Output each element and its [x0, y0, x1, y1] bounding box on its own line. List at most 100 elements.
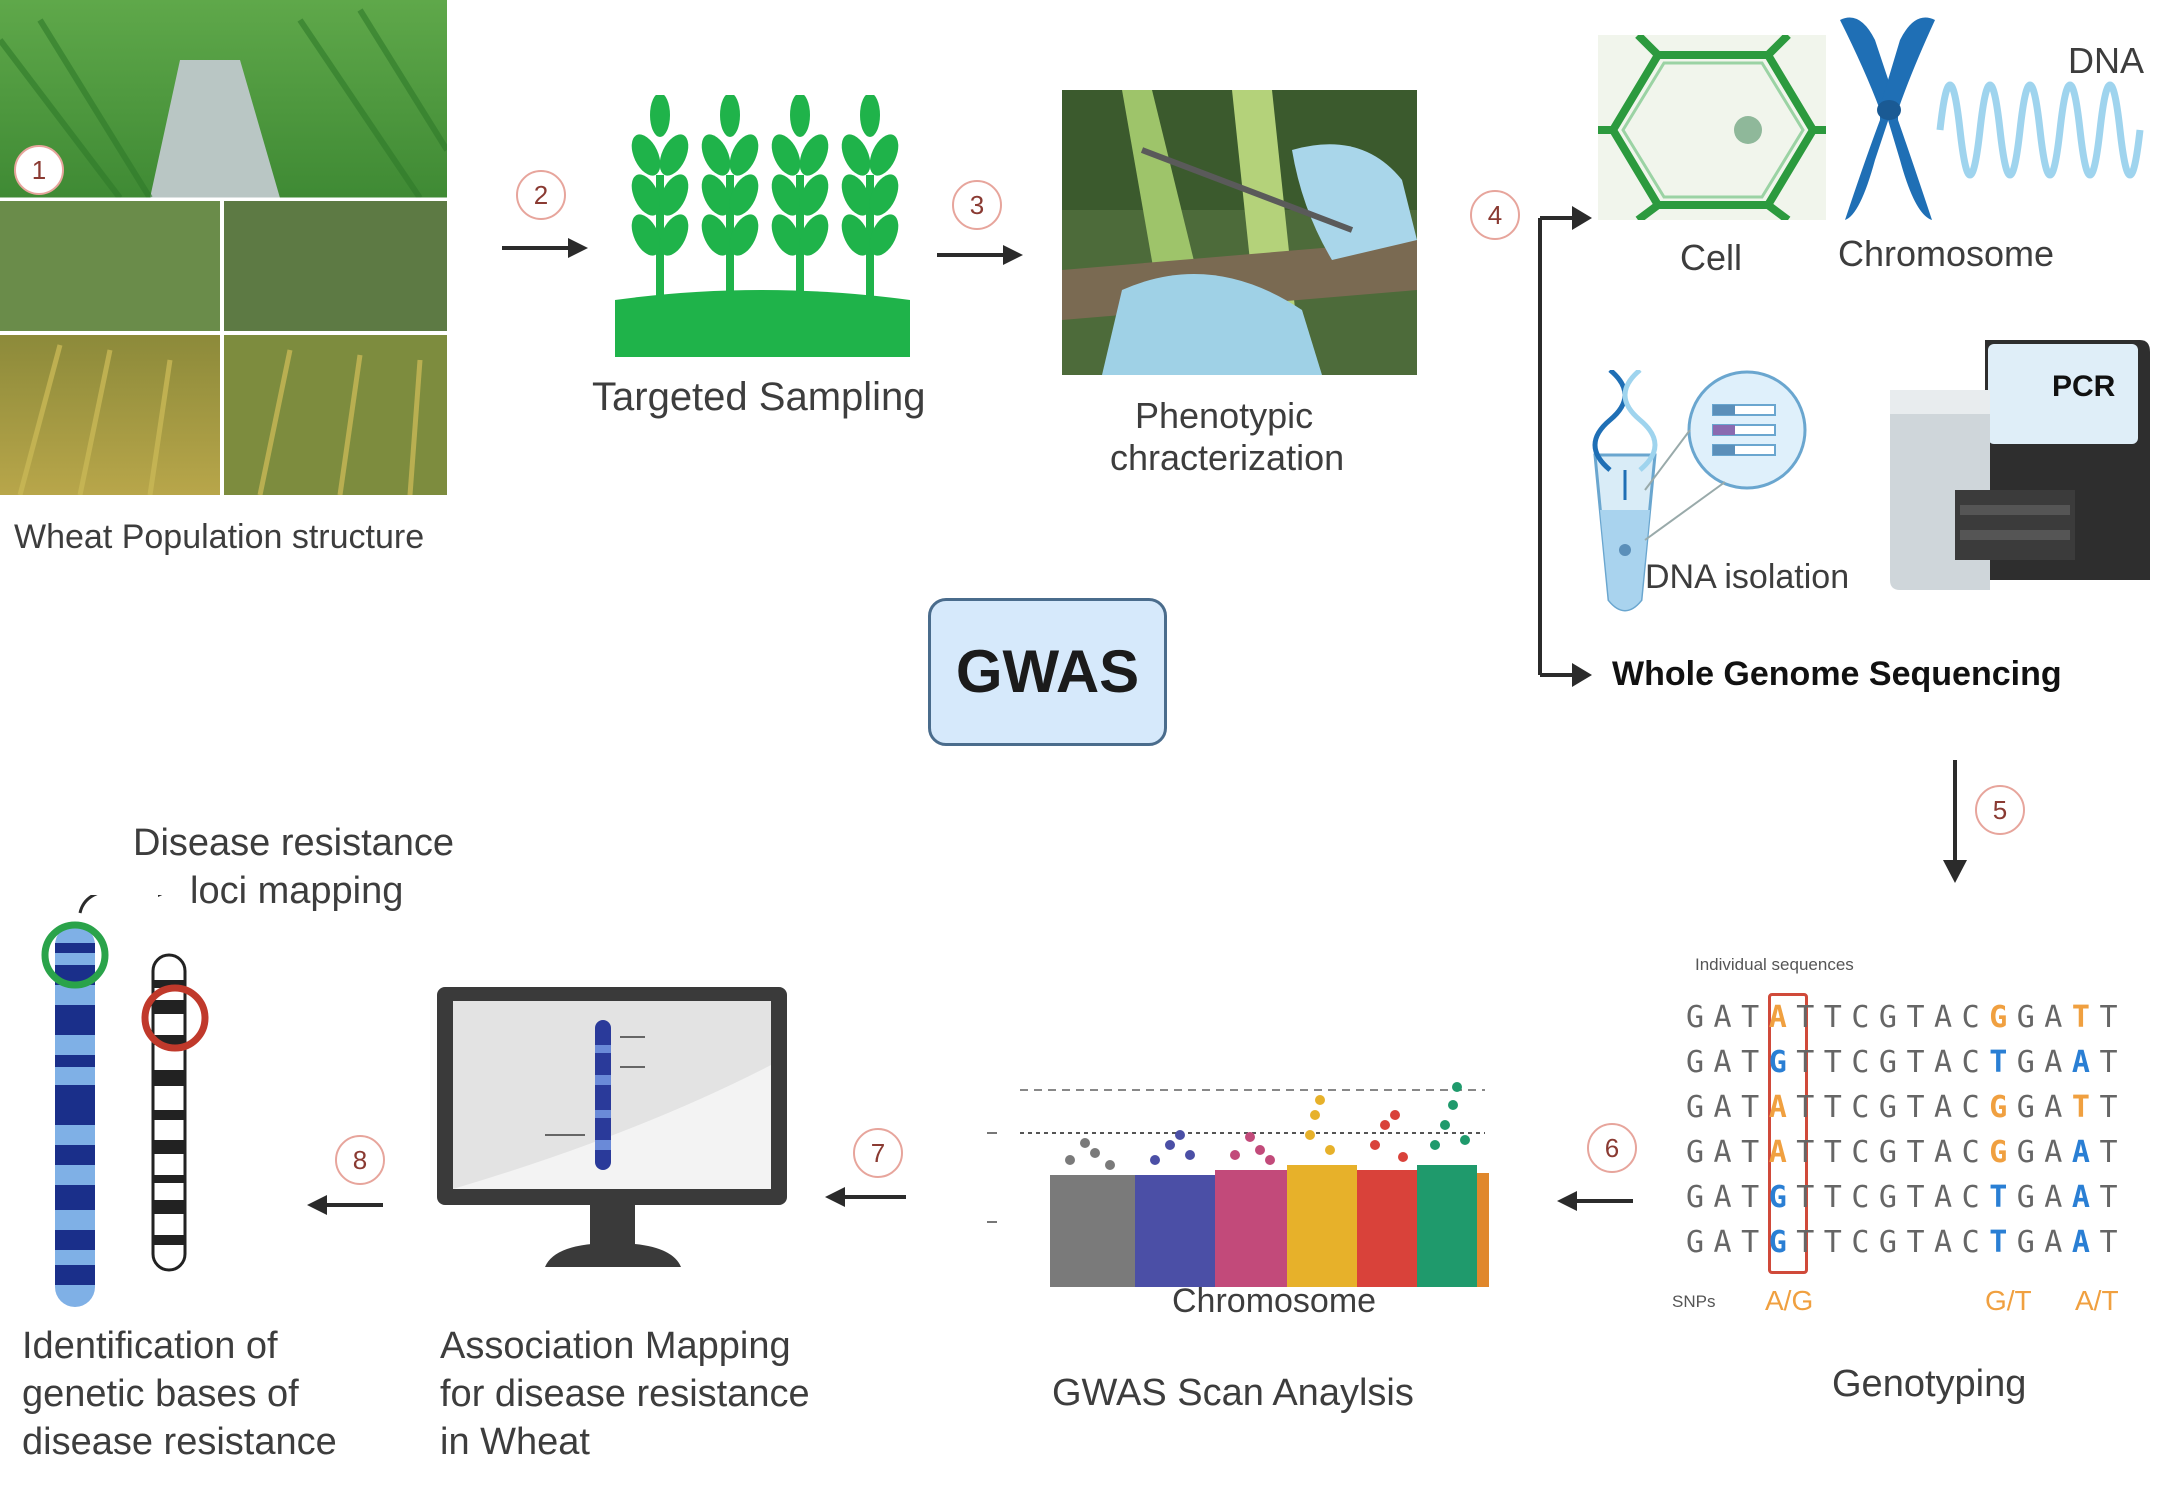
- sequence-row: GATGTTCGTACTGAAT: [1686, 1045, 2127, 1080]
- phenotypic-label-line1: Phenotypic: [1135, 395, 1314, 436]
- snp-label-2: G/T: [1985, 1285, 2032, 1316]
- snps-label: SNPs: [1672, 1292, 1716, 1311]
- sequence-bases: GA: [2016, 1180, 2072, 1215]
- snp-base: G: [1768, 1225, 1797, 1260]
- sequence-bases: TTCGTAC: [1796, 1180, 1990, 1215]
- sequence-bases: T: [2099, 1135, 2127, 1170]
- snp-base: G: [1989, 1090, 2017, 1125]
- sequence-bases: T: [2099, 1225, 2127, 1260]
- pcr-machine-icon: [1890, 340, 2150, 590]
- dna-label: DNA: [2068, 40, 2145, 81]
- manhattan-plot: [987, 1082, 1489, 1287]
- snp-base: T: [2071, 1000, 2100, 1035]
- association-mapping-line2: for disease resistance: [440, 1373, 810, 1415]
- step-6-badge: 6: [1587, 1123, 1637, 1173]
- arrow-left-8-icon: [307, 1195, 383, 1215]
- loci-mapping-line2: loci mapping: [190, 870, 404, 912]
- sequence-row: GATATTCGTACGGATT: [1686, 1000, 2127, 1035]
- step-5-badge: 5: [1975, 785, 2025, 835]
- snp-label-3: A/T: [2075, 1285, 2119, 1316]
- step-4-badge: 4: [1470, 190, 1520, 240]
- sequence-bases: TTCGTAC: [1796, 1000, 1990, 1035]
- phenotyping-photo: [1062, 90, 1417, 375]
- sequence-bases: GAT: [1686, 1180, 1769, 1215]
- pcr-label: PCR: [2052, 370, 2116, 403]
- step-3-badge: 3: [952, 180, 1002, 230]
- branch-bracket-icon: [1538, 206, 1592, 687]
- loci-chromosomes-icon: [41, 895, 209, 1307]
- step-7-badge: 7: [853, 1128, 903, 1178]
- wheat-plants-icon: [615, 95, 910, 357]
- arrow-left-6-icon: [1557, 1191, 1633, 1211]
- snp-base: T: [1989, 1045, 2017, 1080]
- identification-line2: genetic bases of: [22, 1373, 299, 1415]
- snp-base: A: [1768, 1135, 1797, 1170]
- cell-icon: [1598, 35, 1826, 220]
- sequence-bases: TTCGTAC: [1796, 1225, 1990, 1260]
- cell-label: Cell: [1680, 237, 1743, 278]
- arrow-left-7-icon: [825, 1187, 906, 1207]
- snp-base: T: [1989, 1225, 2017, 1260]
- snp-base: T: [2071, 1090, 2100, 1125]
- sequence-bases: GA: [2016, 1090, 2072, 1125]
- whole-genome-sequencing-label: Whole Genome Sequencing: [1612, 655, 2062, 693]
- sequence-bases: GA: [2016, 1225, 2072, 1260]
- sequence-bases: GAT: [1686, 1045, 1769, 1080]
- sequence-bases: GA: [2016, 1135, 2072, 1170]
- sequence-bases: TTCGTAC: [1796, 1045, 1990, 1080]
- snp-base: A: [2071, 1180, 2100, 1215]
- wheat-population-photo-collage: [0, 0, 450, 496]
- association-mapping-line3: in Wheat: [440, 1421, 590, 1463]
- chromosome-label: Chromosome: [1838, 233, 2055, 274]
- sequence-bases: T: [2099, 1180, 2127, 1215]
- sequence-row: GATATTCGTACGGAAT: [1686, 1135, 2127, 1170]
- sequence-bases: GAT: [1686, 1135, 1769, 1170]
- genotyping-label: Genotyping: [1832, 1363, 2027, 1405]
- gwas-scan-label: GWAS Scan Anaylsis: [1052, 1372, 1414, 1414]
- monitor-icon: [437, 987, 787, 1267]
- sequence-bases: GAT: [1686, 1225, 1769, 1260]
- arrow-right-2-icon: [502, 238, 588, 258]
- chromosome-dna-icon: [1840, 17, 2144, 220]
- snp-base: A: [1768, 1000, 1797, 1035]
- step-2-badge: 2: [516, 170, 566, 220]
- chromosome-axis-label: Chromosome: [1172, 1282, 1377, 1320]
- arrow-right-3-icon: [937, 245, 1023, 265]
- snp-highlight-box: [1768, 993, 1808, 1274]
- phenotypic-label-line2: chracterization: [1110, 437, 1345, 478]
- gwas-title-box: GWAS: [928, 598, 1167, 746]
- snp-base: T: [1989, 1180, 2017, 1215]
- wheat-field-photos: [0, 0, 450, 496]
- step-1-badge: 1: [14, 145, 64, 195]
- sequence-bases: TTCGTAC: [1796, 1135, 1990, 1170]
- snp-base: A: [1768, 1090, 1797, 1125]
- sequence-row: GATATTCGTACGGATT: [1686, 1090, 2127, 1125]
- loci-mapping-line1: Disease resistance: [133, 822, 455, 864]
- dna-isolation-label: DNA isolation: [1645, 558, 1850, 596]
- sequence-bases: GAT: [1686, 1090, 1769, 1125]
- snp-base: G: [1768, 1180, 1797, 1215]
- sequence-bases: T: [2099, 1090, 2127, 1125]
- wheat-population-label: Wheat Population structure: [14, 518, 425, 556]
- identification-line1: Identification of: [22, 1325, 278, 1367]
- sequence-bases: TTCGTAC: [1796, 1090, 1990, 1125]
- sequence-bases: T: [2099, 1000, 2127, 1035]
- snp-base: A: [2071, 1135, 2100, 1170]
- snp-label-1: A/G: [1765, 1285, 1814, 1316]
- sequence-bases: T: [2099, 1045, 2127, 1080]
- snp-base: G: [1768, 1045, 1797, 1080]
- sequence-row: GATGTTCGTACTGAAT: [1686, 1180, 2127, 1215]
- identification-line3: disease resistance: [22, 1421, 337, 1463]
- sequence-row: GATGTTCGTACTGAAT: [1686, 1225, 2127, 1260]
- step-8-badge: 8: [335, 1135, 385, 1185]
- snp-base: A: [2071, 1045, 2100, 1080]
- snp-base: A: [2071, 1225, 2100, 1260]
- targeted-sampling-label: Targeted Sampling: [592, 375, 926, 419]
- snp-base: G: [1989, 1000, 2017, 1035]
- sequence-bases: GAT: [1686, 1000, 1769, 1035]
- association-mapping-line1: Association Mapping: [440, 1325, 791, 1367]
- dna-isolation-icon: [1592, 370, 1807, 612]
- sequence-bases: GA: [2016, 1000, 2072, 1035]
- snp-base: G: [1989, 1135, 2017, 1170]
